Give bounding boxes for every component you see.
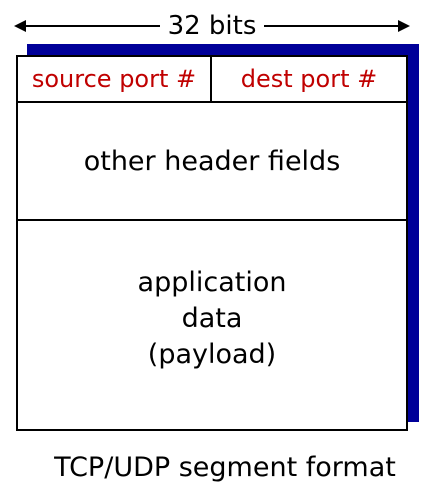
payload-line-data: data: [181, 303, 243, 334]
payload-row: application data (payload): [18, 221, 406, 429]
right-arrowhead-icon: [398, 20, 410, 32]
source-port-field: source port #: [18, 57, 212, 101]
other-header-fields-row: other header fields: [18, 103, 406, 221]
dest-port-field: dest port #: [240, 65, 378, 93]
left-arrowhead-icon: [14, 20, 26, 32]
width-label: 32 bits: [159, 11, 265, 41]
width-indicator: 32 bits: [14, 10, 410, 42]
other-header-fields-label: other header fields: [83, 145, 341, 177]
segment-box: source port # dest port # other header f…: [16, 55, 408, 431]
ports-row: source port # dest port #: [18, 57, 406, 103]
figure-caption: TCP/UDP segment format: [54, 452, 396, 483]
payload-line-payload: (payload): [147, 339, 277, 370]
payload-line-application: application: [137, 267, 287, 298]
